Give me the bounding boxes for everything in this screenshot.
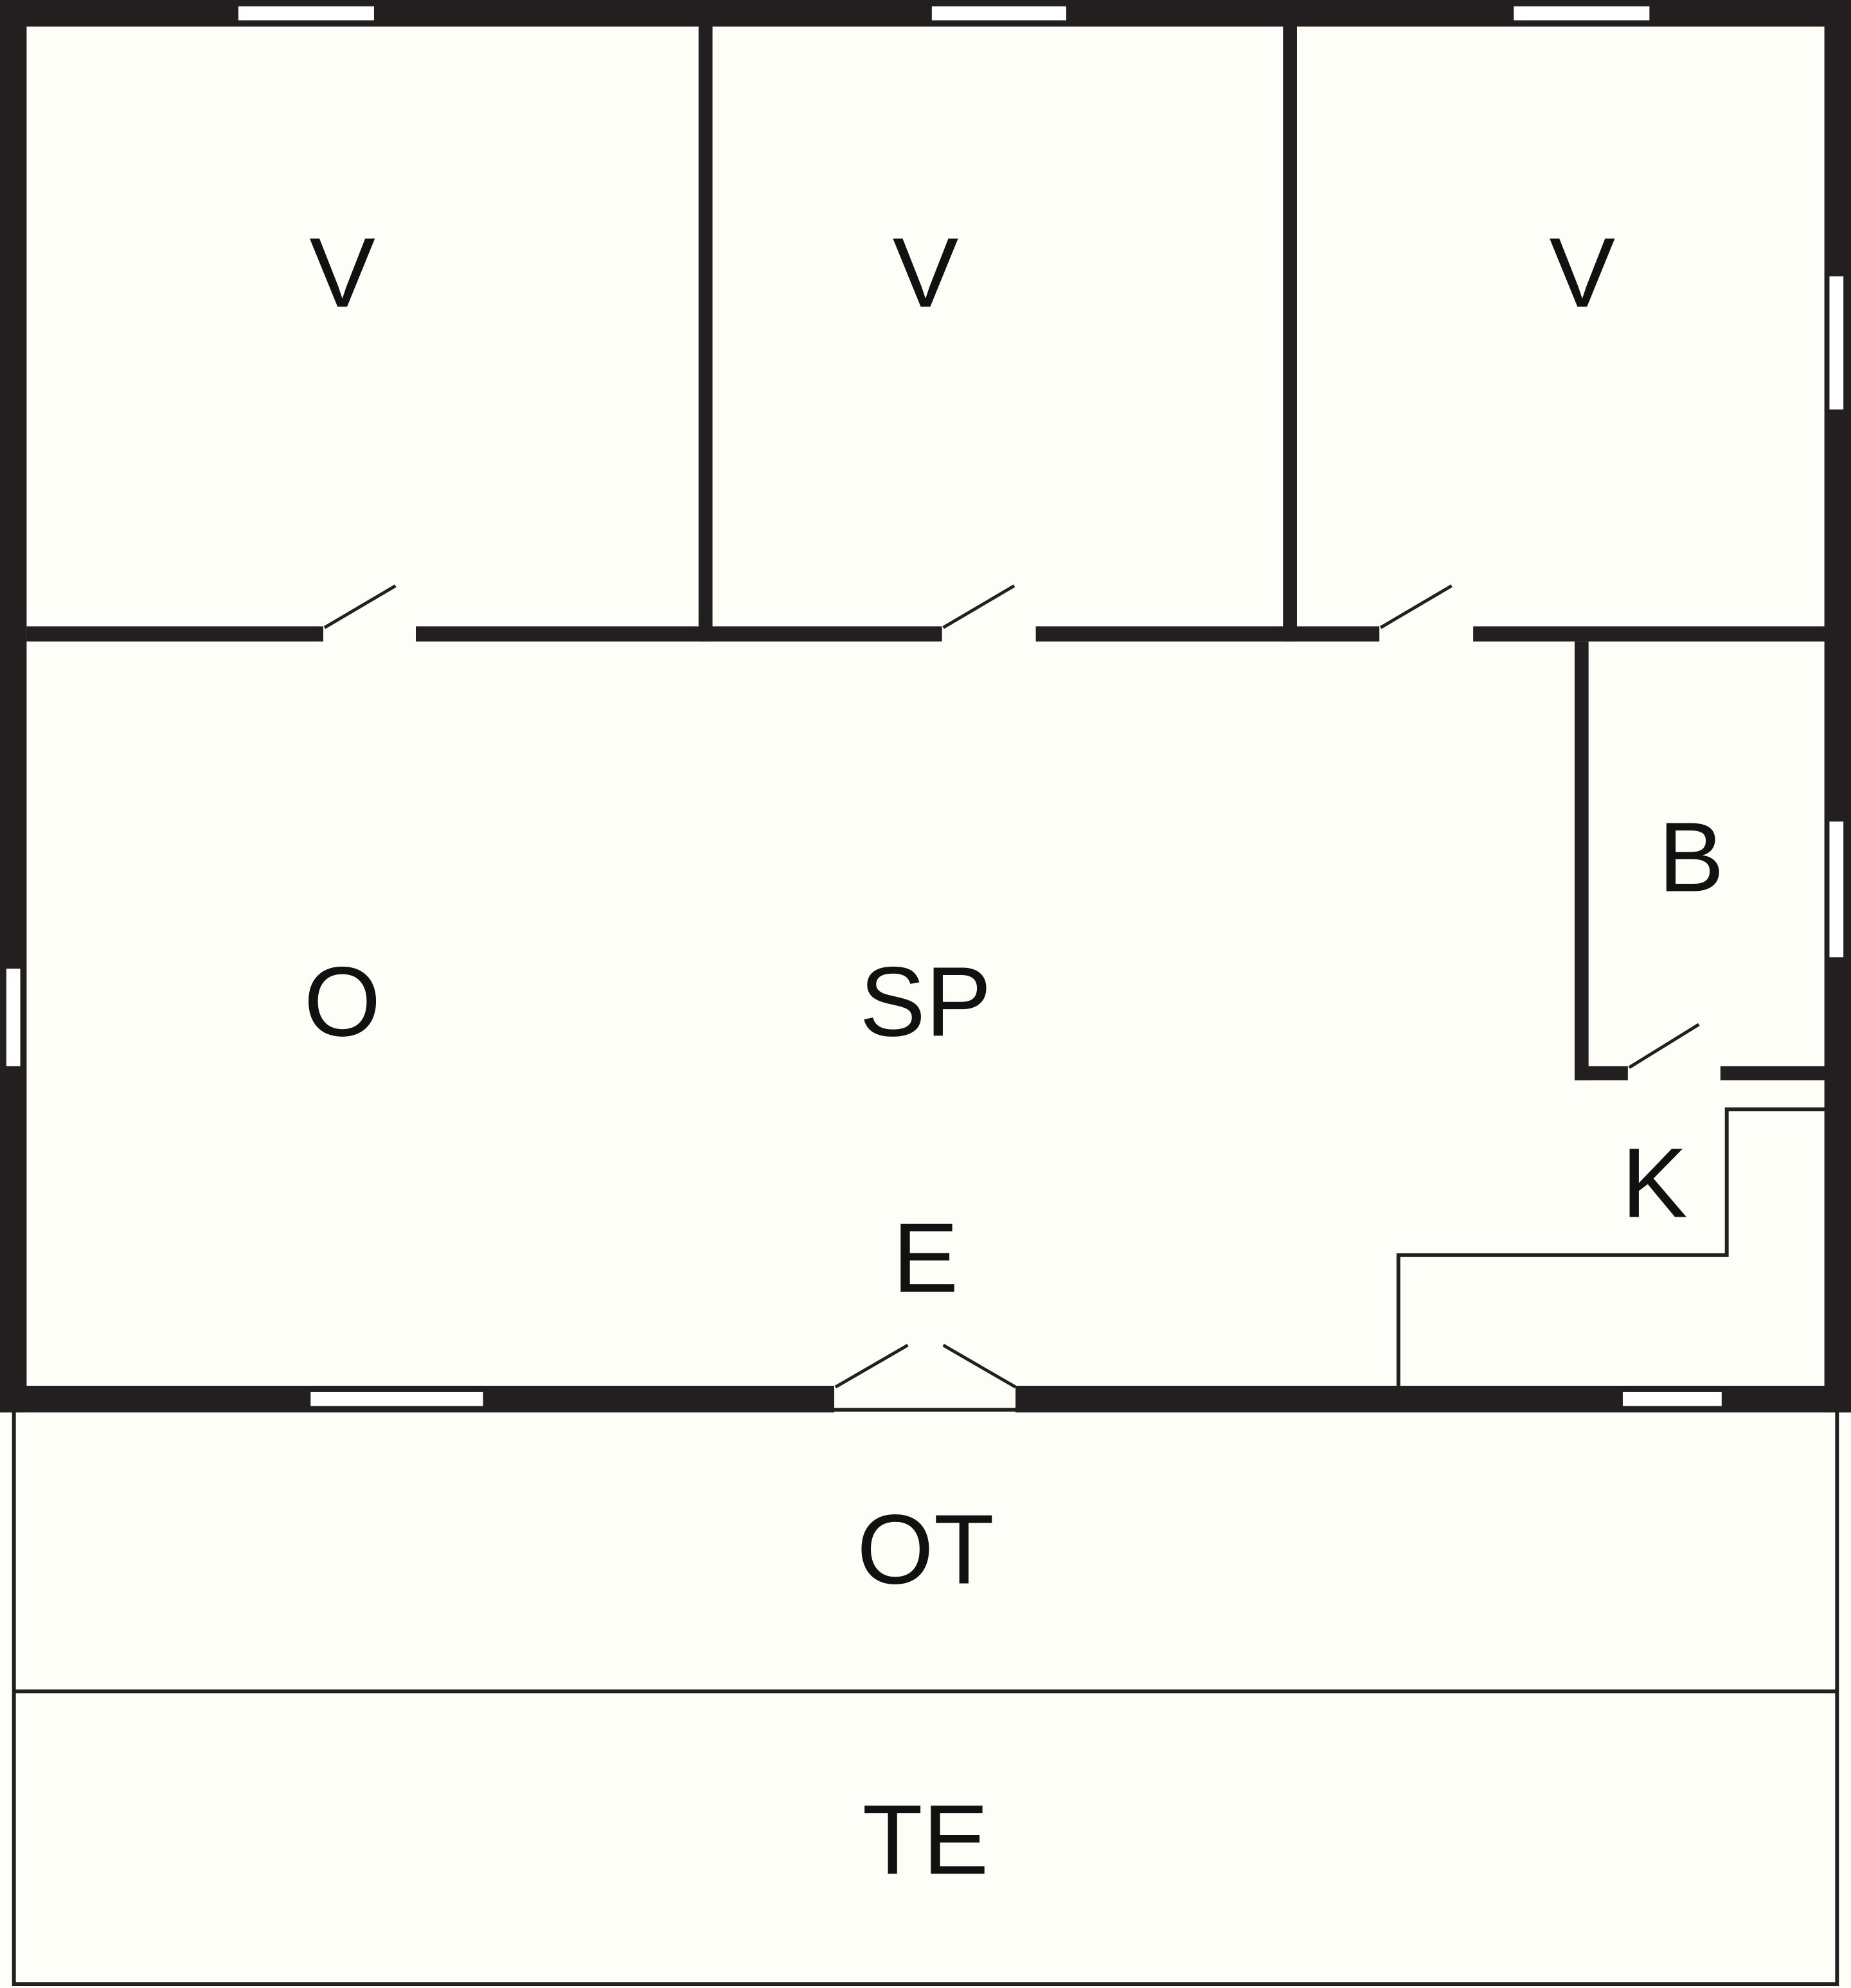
room-label-covered-terrace: OT: [857, 1494, 994, 1604]
room-label-bedroom-3: V: [1549, 217, 1615, 328]
window-right-1: [1829, 276, 1844, 410]
windows: [6, 6, 1844, 1406]
window-bottom-1: [310, 1392, 483, 1406]
interior-walls: [26, 0, 1826, 1080]
room-label-bedroom-2: V: [893, 217, 959, 328]
room-label-kitchen: K: [1622, 1127, 1688, 1238]
kitchen-counter: [1396, 1107, 1826, 1387]
room-label-living-room: O: [304, 946, 381, 1057]
room-label-dining-area: SP: [859, 946, 991, 1057]
terrace-outline: [12, 1408, 1839, 1987]
room-label-terrace: TE: [863, 1784, 989, 1895]
doors: [323, 584, 1700, 1389]
outer-walls: [0, 0, 1851, 1413]
window-top-1: [238, 6, 374, 21]
door-bedroom-2: [942, 584, 1015, 629]
window-top-2: [931, 6, 1066, 21]
room-label-bathroom: B: [1658, 801, 1724, 912]
entry-door-left-leaf: [834, 1343, 909, 1389]
window-bottom-2: [1622, 1392, 1722, 1406]
door-bathroom: [1628, 1023, 1700, 1070]
room-label-entrance: E: [893, 1203, 959, 1313]
room-label-bedroom-1: V: [309, 217, 375, 328]
window-left: [6, 969, 21, 1066]
window-top-3: [1514, 6, 1650, 21]
entry-door-right-leaf: [942, 1343, 1017, 1389]
door-bedroom-3: [1379, 584, 1453, 629]
window-right-2: [1829, 821, 1844, 958]
door-bedroom-1: [323, 584, 397, 629]
